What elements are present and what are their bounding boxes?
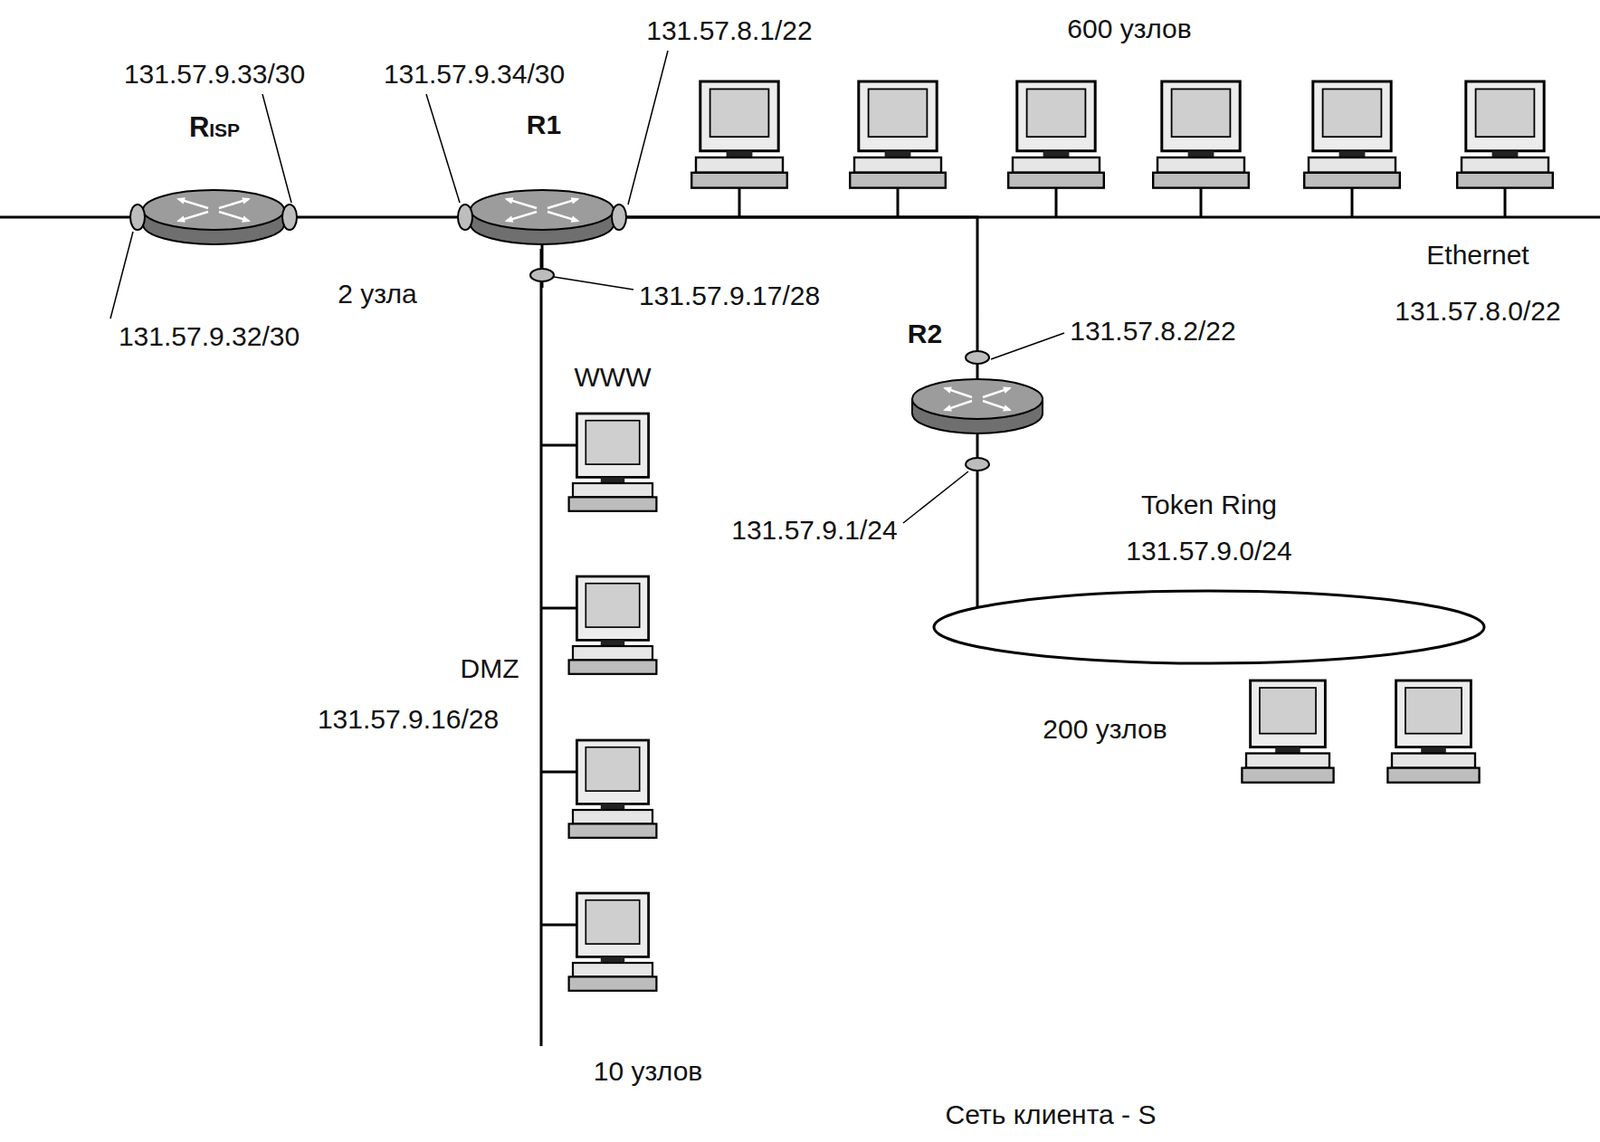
host-drop — [738, 186, 742, 218]
router-top — [912, 379, 1043, 420]
leader-line — [426, 94, 460, 203]
network-label: 131.57.9.32/30 — [118, 321, 300, 353]
router-name: RISP — [189, 111, 240, 144]
link-label: 2 узла — [334, 278, 420, 311]
leader-line — [553, 276, 634, 290]
bus-line — [0, 216, 136, 220]
network-label: 131.57.8.1/22 — [646, 15, 813, 48]
router-node: R2 — [904, 316, 1050, 476]
computer-icon — [1152, 81, 1249, 189]
router-top — [470, 190, 614, 230]
router-arrowhead — [176, 197, 186, 204]
network-label: Ethernet — [1426, 239, 1529, 272]
network-label: 131.57.8.0/22 — [1394, 295, 1562, 328]
router-arrowhead — [1002, 387, 1012, 394]
router-name: R2 — [907, 318, 943, 351]
leader-line — [628, 50, 668, 205]
host-drop — [541, 771, 578, 774]
host-drop — [541, 923, 578, 927]
computer-icon — [1387, 680, 1479, 783]
network-label: Token Ring — [1141, 489, 1277, 522]
dmz-bus — [540, 248, 543, 1047]
computer-icon — [1304, 81, 1400, 189]
network-label: 131.57.9.33/30 — [123, 58, 305, 91]
router-arrowhead — [241, 197, 251, 204]
interface-port — [965, 351, 990, 364]
computer-icon — [1241, 680, 1334, 783]
computer-icon — [1457, 81, 1553, 189]
host-drop — [541, 607, 578, 610]
network-label: 600 узлов — [1066, 13, 1191, 46]
interface-port — [282, 204, 297, 230]
token-ring — [933, 590, 1485, 664]
ring-drop — [976, 475, 980, 609]
leader-line — [990, 333, 1065, 360]
network-link — [291, 216, 464, 220]
host-drop — [1200, 186, 1203, 218]
computer-icon — [569, 740, 658, 839]
network-label: 200 узлов — [1042, 714, 1167, 746]
wire-stub — [976, 316, 980, 380]
caption: Сеть клиента - S — [945, 1099, 1157, 1132]
network-label: 10 узлов — [593, 1056, 704, 1088]
host-drop — [541, 444, 578, 448]
computer-icon — [569, 413, 658, 512]
network-label: 131.57.9.17/28 — [638, 280, 820, 313]
host-drop — [896, 186, 900, 218]
interface-port — [130, 204, 145, 230]
leader-line — [110, 231, 134, 319]
computer-icon — [691, 81, 788, 189]
computer-icon — [1008, 81, 1105, 189]
host-drop — [1055, 186, 1058, 218]
interface-port — [965, 457, 990, 471]
router-node: RISP — [135, 106, 292, 249]
router-arrowhead — [504, 215, 515, 222]
network-label: 131.57.8.2/22 — [1069, 315, 1237, 348]
router-arrowhead — [1002, 404, 1012, 411]
router-arrowhead — [942, 404, 953, 411]
router-top — [142, 190, 285, 230]
computer-icon — [569, 893, 658, 991]
leader-line — [903, 471, 969, 524]
interface-port — [530, 268, 554, 282]
router-arrowhead — [571, 197, 581, 204]
interface-port — [611, 204, 627, 230]
network-label: 131.57.9.0/24 — [1125, 535, 1293, 568]
host-drop — [1504, 186, 1507, 218]
network-label: WWW — [574, 361, 652, 394]
host-drop — [1351, 186, 1354, 218]
network-label: DMZ — [460, 653, 520, 686]
network-label: 131.57.9.34/30 — [383, 58, 565, 91]
leader-line — [262, 94, 292, 203]
router-arrowhead — [241, 215, 251, 222]
network-label: 131.57.9.1/24 — [731, 514, 898, 547]
computer-icon — [569, 576, 658, 675]
router-arrowhead — [942, 387, 953, 394]
network-link — [620, 217, 978, 317]
computer-icon — [849, 81, 946, 189]
router-arrowhead — [504, 197, 515, 204]
router-arrowhead — [176, 215, 186, 222]
interface-port — [457, 204, 473, 230]
router-arrowhead — [571, 215, 581, 222]
router-node: R1 — [463, 106, 621, 249]
network-label: 131.57.9.16/28 — [317, 704, 499, 736]
router-name: R1 — [526, 109, 562, 142]
